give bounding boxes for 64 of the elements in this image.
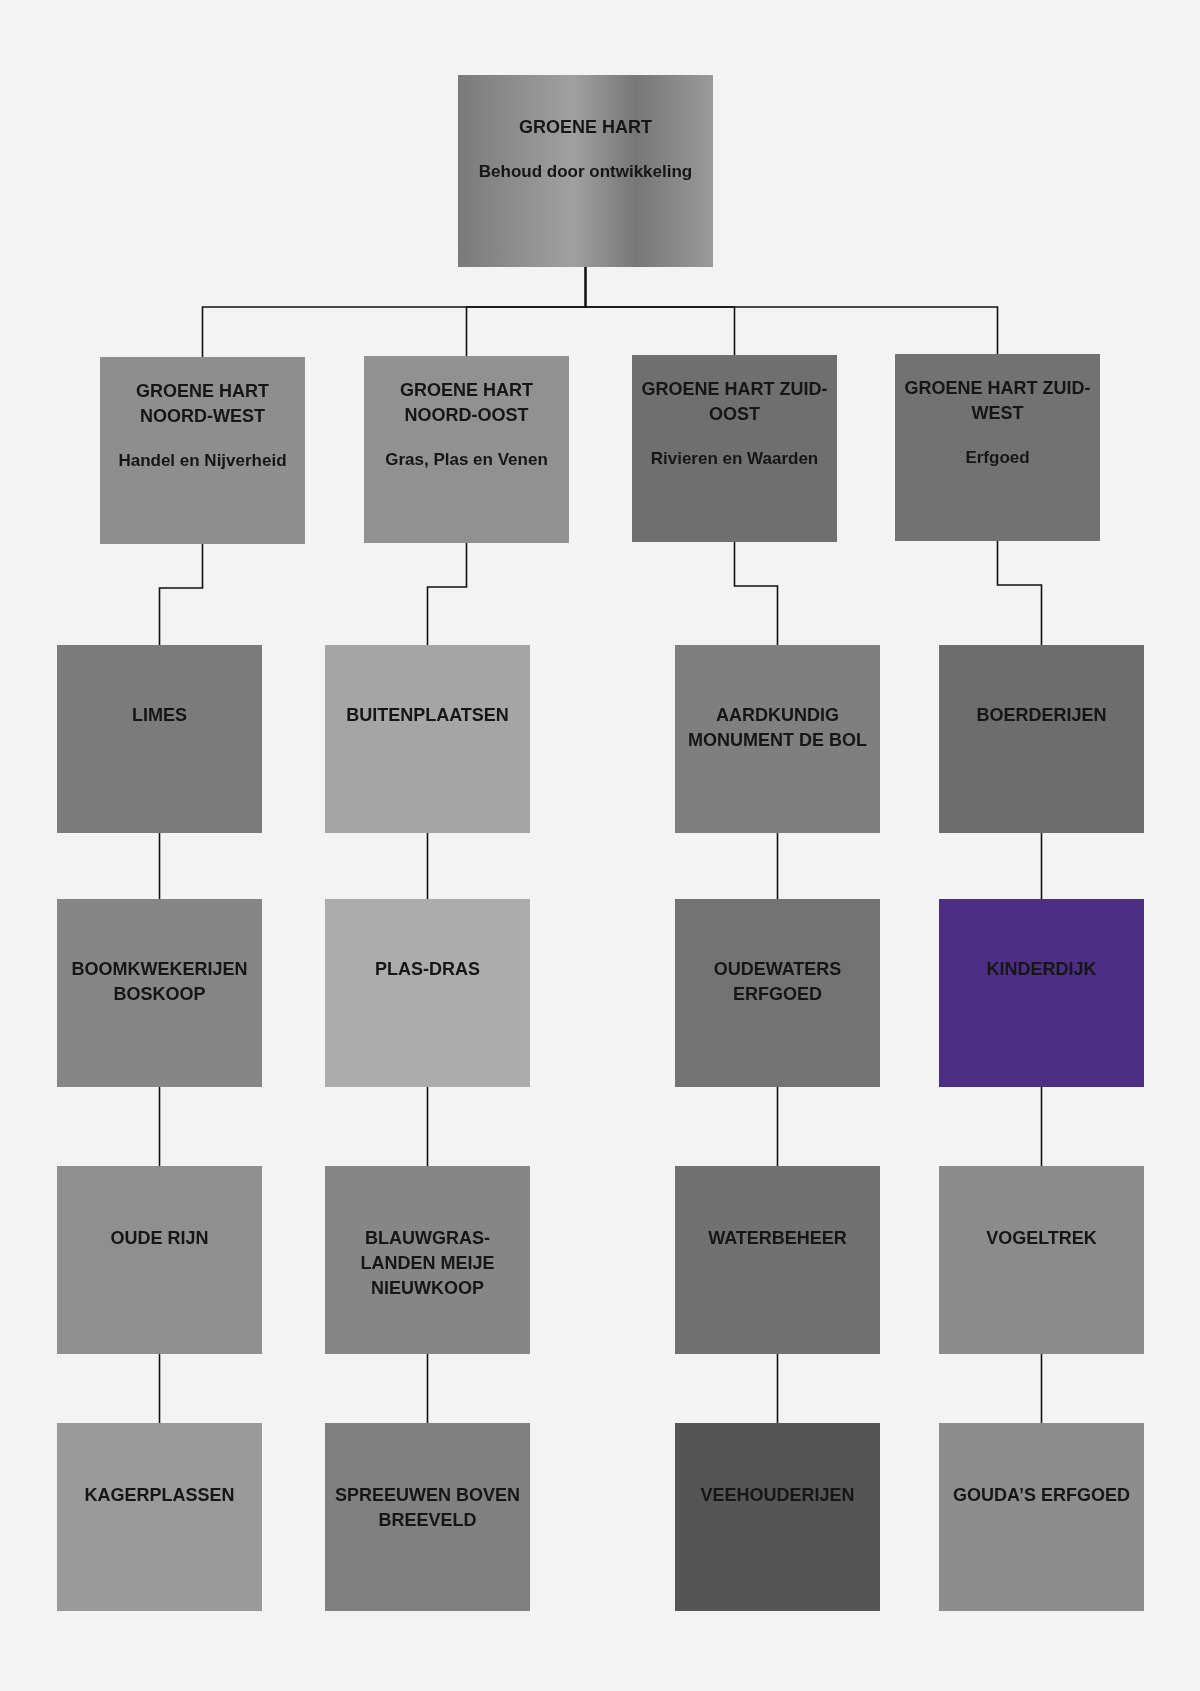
connector-line — [426, 542, 468, 646]
connector-line — [584, 266, 999, 355]
category-box — [57, 645, 262, 833]
category-box — [57, 1423, 262, 1611]
category-box — [364, 356, 569, 543]
box-title: SPREEUWEN BOVEN BREEVELD — [334, 1484, 521, 1533]
box-subtitle: Erfgoed — [964, 447, 1031, 470]
category-box — [325, 1423, 530, 1611]
connector-line — [776, 832, 779, 900]
box-title: VOGELTREK — [985, 1227, 1098, 1250]
connector-line — [426, 832, 429, 900]
box-title: VEEHOUDERIJEN — [699, 1484, 856, 1507]
category-box — [57, 899, 262, 1087]
connector-line — [158, 1086, 161, 1167]
category-box — [895, 354, 1100, 541]
connector-line — [426, 1353, 429, 1424]
category-box — [675, 645, 880, 833]
category-box — [57, 1166, 262, 1354]
connector-line — [776, 1086, 779, 1167]
box-subtitle: Behoud door ontwikkeling — [477, 161, 694, 184]
box-title: BOOMKWEKERIJEN BOSKOOP — [70, 958, 249, 1007]
category-box — [100, 357, 305, 544]
box-title: OUDEWATERS ERFGOED — [712, 958, 843, 1007]
connector-line — [158, 832, 161, 900]
connector-line — [426, 1086, 429, 1167]
box-title: OUDE RIJN — [109, 1227, 210, 1250]
box-title: PLAS-DRAS — [374, 958, 481, 981]
category-box — [675, 1423, 880, 1611]
category-box — [675, 1166, 880, 1354]
box-subtitle: Handel en Nijverheid — [117, 450, 288, 473]
box-title: GROENE HART — [518, 116, 653, 139]
category-box — [325, 1166, 530, 1354]
connector-line — [158, 543, 204, 646]
box-title: WATERBEHEER — [707, 1227, 848, 1250]
box-title: GROENE HART NOORD-OOST — [399, 379, 534, 428]
box-title: GOUDA’S ERFGOED — [952, 1484, 1131, 1507]
connector-line — [158, 1353, 161, 1424]
category-box — [939, 1423, 1144, 1611]
box-subtitle: Rivieren en Waarden — [649, 448, 820, 471]
category-box — [939, 899, 1144, 1087]
box-title: BOERDERIJEN — [975, 704, 1108, 727]
box-title: GROENE HART ZUID-WEST — [903, 377, 1092, 426]
connector-line — [1040, 1086, 1043, 1167]
category-box — [632, 355, 837, 542]
connector-line — [1040, 832, 1043, 900]
connector-line — [733, 541, 779, 646]
box-title: LIMES — [131, 704, 188, 727]
box-title: BUITENPLAATSEN — [345, 704, 510, 727]
category-box — [939, 645, 1144, 833]
connector-line — [1040, 1353, 1043, 1424]
box-title: KAGERPLASSEN — [83, 1484, 236, 1507]
category-box — [325, 645, 530, 833]
category-box — [325, 899, 530, 1087]
box-title: GROENE HART ZUID-OOST — [640, 378, 829, 427]
box-title: KINDERDIJK — [985, 958, 1098, 981]
category-box — [939, 1166, 1144, 1354]
connector-line — [996, 540, 1043, 646]
box-title: AARDKUNDIG MONUMENT DE BOL — [687, 704, 868, 753]
connector-line — [776, 1353, 779, 1424]
box-title: BLAUWGRAS-LANDEN MEIJE NIEUWKOOP — [359, 1227, 496, 1301]
category-box — [675, 899, 880, 1087]
box-subtitle: Gras, Plas en Venen — [384, 449, 549, 472]
category-box — [458, 75, 713, 267]
box-title: GROENE HART NOORD-WEST — [135, 380, 270, 429]
